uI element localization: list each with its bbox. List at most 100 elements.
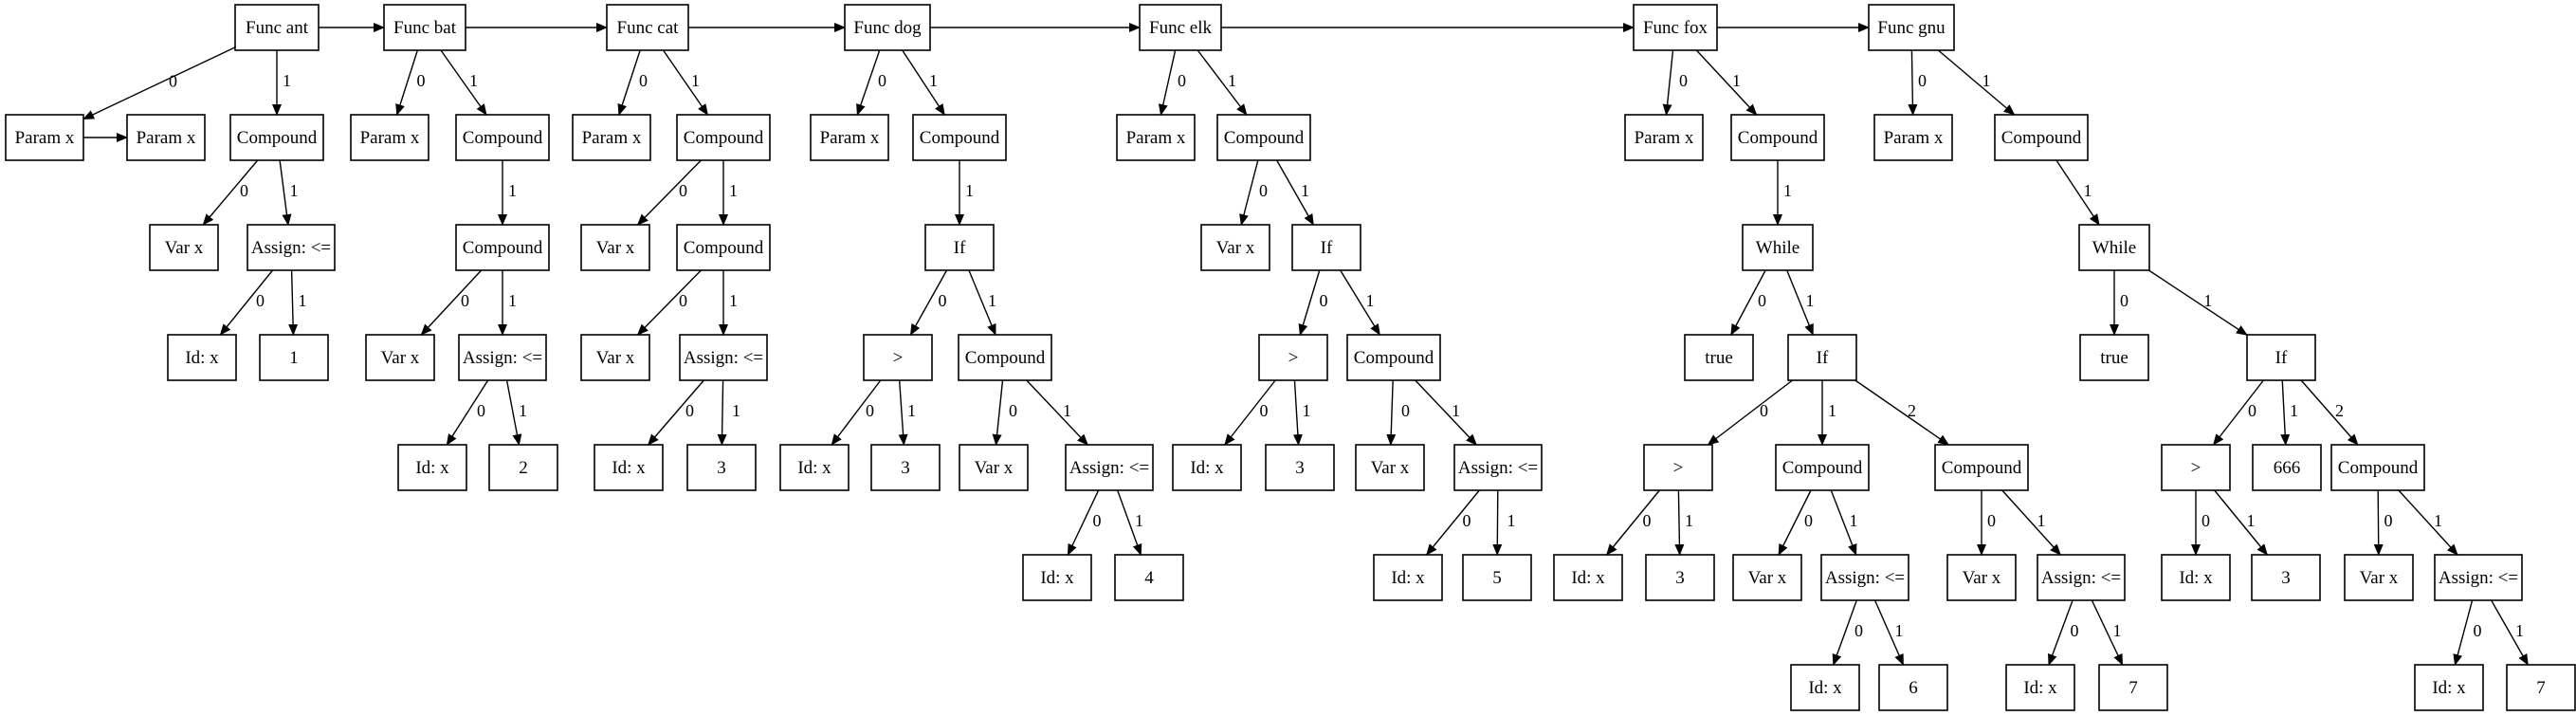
node-box — [912, 114, 1007, 161]
node-label: Func bat — [393, 18, 457, 38]
node-id-x: Id: x — [1790, 664, 1860, 711]
edge-e_c-to-e_if: 1 — [1276, 159, 1314, 226]
edge-label: 1 — [1452, 401, 1460, 420]
node-box — [844, 4, 931, 51]
edge-label: 1 — [1732, 71, 1741, 90]
node-label: Assign: <= — [251, 238, 331, 258]
edge-line — [2280, 379, 2291, 446]
node-box — [1172, 444, 1242, 491]
node-compound: Compound — [455, 224, 550, 271]
node-box — [1732, 554, 1802, 601]
node-compound: Compound — [455, 114, 550, 161]
edge-label: 0 — [1643, 511, 1652, 530]
edge-line — [1662, 49, 1674, 116]
node-label: Func elk — [1149, 18, 1212, 38]
edge-line — [219, 269, 274, 336]
node-var-x: Var x — [2344, 554, 2414, 601]
edge-f_fox-to-x_p: 0 — [1662, 49, 1688, 116]
node-label: Var x — [2360, 568, 2399, 588]
node-param-x: Param x — [810, 114, 889, 161]
node-label: If — [1321, 238, 1333, 258]
node-assign: Assign: <= — [2434, 554, 2523, 601]
edge-label: 0 — [1804, 511, 1813, 530]
edge-label: 1 — [2037, 511, 2046, 530]
node-id-x: Id: x — [2414, 664, 2484, 711]
node-label: Id: x — [2432, 678, 2466, 698]
node-label: Func gnu — [1877, 18, 1946, 38]
edge-label: 1 — [283, 71, 291, 90]
node-label: Compound — [237, 128, 318, 148]
node-func-dog: Func dog — [844, 4, 931, 51]
node-label: Compound — [920, 128, 1000, 148]
node-box — [234, 4, 320, 51]
edge-d_gt-to-d_3: 1 — [898, 379, 916, 446]
edge-line — [1707, 379, 1793, 446]
node-label: Var x — [1216, 238, 1255, 258]
edge-line — [2001, 489, 2061, 556]
edge-line — [992, 379, 1004, 446]
node-label: Compound — [1782, 458, 1863, 478]
edge-label: 1 — [732, 401, 740, 420]
edge-label: 1 — [1301, 181, 1309, 200]
edge-g_if-to-g_c2: 2 — [2300, 379, 2359, 446]
edge-label: 1 — [1982, 71, 1991, 90]
node-compound: Compound — [1216, 114, 1311, 161]
node-box — [365, 334, 435, 381]
node-label: 4 — [1144, 568, 1154, 588]
edge-line — [1786, 269, 1814, 336]
edge-g_wh-to-g_true: 0 — [2110, 270, 2128, 336]
node-id-x: Id: x — [167, 334, 237, 381]
edge-label: 0 — [2071, 621, 2079, 640]
node-compound: Compound — [229, 114, 324, 161]
node-label: Compound — [1354, 348, 1434, 368]
edge-line — [1026, 379, 1088, 446]
edge-line — [2398, 489, 2458, 556]
node-id-x: Id: x — [1553, 554, 1623, 601]
edge-label: 1 — [1063, 401, 1071, 420]
node-box — [229, 114, 324, 161]
node-7: 7 — [2506, 664, 2576, 711]
node-param-x: Param x — [1116, 114, 1196, 161]
node-label: Compound — [1942, 458, 2022, 478]
edge-c_c2-to-c_as: 1 — [719, 270, 738, 336]
edge-f_bat-to-b_c: 1 — [440, 49, 487, 116]
node-assign: Assign: <= — [1820, 554, 1909, 601]
edge-f_gnu-to-g_c: 1 — [1937, 49, 2016, 116]
node-box — [1553, 554, 1623, 601]
node-compound: Compound — [958, 334, 1052, 381]
node-box — [1873, 114, 1953, 161]
edge-e_if-to-e_c2: 1 — [1340, 269, 1380, 336]
edge-f_bat-to-b_p: 0 — [395, 49, 426, 116]
node-assign: Assign: <= — [458, 334, 547, 381]
node-label: Id: x — [797, 458, 831, 478]
edge-line — [1937, 49, 2016, 116]
edge-line — [2491, 599, 2529, 666]
edge-x_as1-to-x_6: 1 — [1873, 599, 1905, 666]
edge-x_c1-to-x_v1: 0 — [1778, 489, 1813, 556]
edge-label: 0 — [639, 71, 648, 90]
node-box — [2344, 554, 2414, 601]
edge-line — [1908, 49, 1918, 116]
edge-label: 1 — [508, 181, 517, 200]
node-assign: Assign: <= — [1453, 444, 1543, 491]
node-compound: Compound — [676, 224, 771, 271]
node-compound: Compound — [912, 114, 1007, 161]
edge-f_elk-to-e_c: 1 — [1197, 49, 1248, 116]
node-id-x: Id: x — [1172, 444, 1242, 491]
edge-label: 0 — [1260, 401, 1269, 420]
edge-x_gt-to-x_id: 0 — [1606, 489, 1660, 556]
node-if: If — [1291, 224, 1361, 271]
edge-line — [202, 159, 259, 226]
edge-g_as-to-g_7: 1 — [2491, 599, 2529, 666]
edge-label: 0 — [2384, 511, 2393, 530]
edge-d_as-to-d_4: 1 — [1117, 489, 1143, 556]
node-assign: Assign: <= — [679, 334, 768, 381]
edge-g_wh-to-g_if: 1 — [2148, 269, 2248, 336]
node-box — [1684, 334, 1754, 381]
edge-line — [279, 159, 292, 226]
node-box — [580, 334, 650, 381]
edge-label: 0 — [256, 291, 265, 310]
node-label: Id: x — [185, 348, 219, 368]
node-7: 7 — [2098, 664, 2168, 711]
